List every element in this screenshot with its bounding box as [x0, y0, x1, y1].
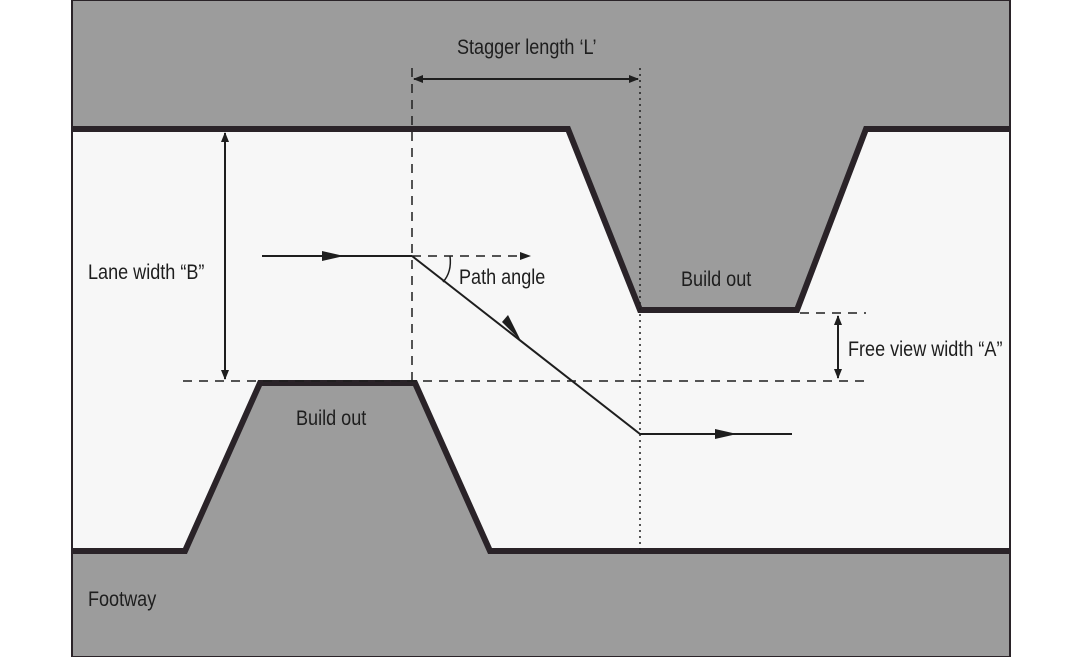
bottom-kerb-line — [72, 380, 1010, 554]
build-out-top-label: Build out — [681, 268, 752, 292]
stagger-length-label: Stagger length ‘L’ — [457, 36, 597, 60]
footway-label: Footway — [88, 588, 156, 612]
vehicle-path-incoming-arrowhead — [322, 251, 344, 261]
path-angle-label: Path angle — [459, 266, 545, 290]
top-kerb-line — [72, 126, 1010, 313]
diagram-frame — [71, 0, 1011, 657]
vehicle-path-outgoing-arrowhead — [715, 429, 737, 439]
vehicle-path-diagonal — [411, 255, 641, 435]
vehicle-path-diagonal-arrowhead — [502, 315, 521, 341]
free-view-width-label: Free view width “A” — [848, 338, 1002, 362]
path-angle-reference-arrowhead — [520, 252, 531, 260]
lane-width-label: Lane width “B” — [88, 261, 204, 285]
carriageway — [72, 129, 1010, 551]
build-out-bottom-label: Build out — [296, 407, 367, 431]
